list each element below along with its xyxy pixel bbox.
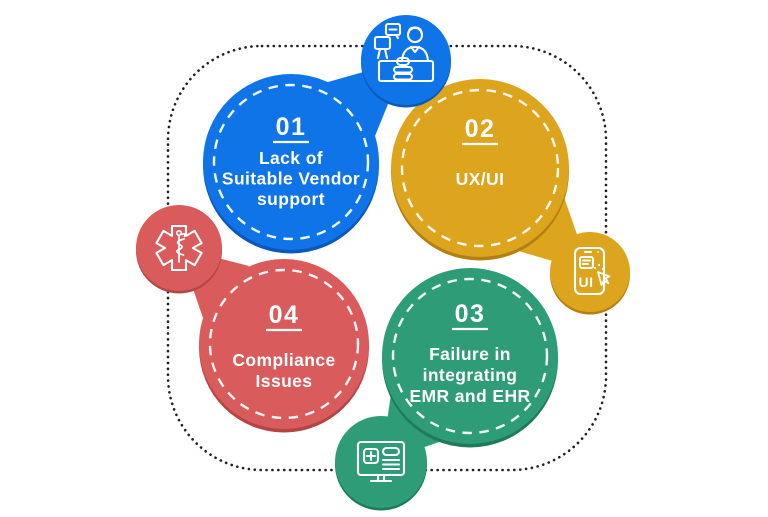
topic-vendor-support: 01 Lack of Suitable Vendor support [203, 15, 451, 254]
topic-ux-ui: UI 02 UX/UI [391, 79, 630, 315]
topic-circle [199, 259, 369, 429]
item-number: 04 [269, 301, 300, 329]
item-label-line: Failure in [429, 344, 511, 364]
icon-bubble [335, 416, 427, 508]
item-label-line: Lack of [259, 148, 323, 168]
item-number: 03 [455, 300, 486, 328]
topic-circle [391, 79, 569, 257]
ui-label: UI [579, 274, 594, 290]
item-label-line: support [257, 189, 325, 209]
icon-bubble [550, 232, 630, 312]
topic-compliance: 04 Compliance Issues [136, 205, 369, 433]
topic-circle [382, 268, 558, 444]
star-of-life-icon [155, 224, 203, 272]
item-label-line: UX/UI [456, 169, 505, 189]
dashed-ring [208, 268, 360, 420]
dashed-ring [400, 88, 560, 248]
mobile-ui-icon: UI [573, 246, 611, 296]
support-desk-icon [373, 22, 435, 83]
emr-monitor-icon [356, 440, 406, 483]
item-label-line: Compliance [232, 350, 335, 370]
topic-emr-ehr: 03 Failure in integrating EMR and EHR [335, 268, 558, 511]
item-label-line: EMR and EHR [409, 386, 530, 406]
item-label-line: Suitable Vendor [222, 169, 360, 189]
dashed-ring [391, 277, 549, 435]
dashed-ring [212, 83, 370, 241]
item-label-line: Issues [256, 371, 313, 391]
item-number: 01 [276, 113, 307, 141]
item-number: 02 [465, 115, 496, 143]
item-label-line: integrating [423, 365, 518, 385]
topic-circle [203, 74, 379, 250]
